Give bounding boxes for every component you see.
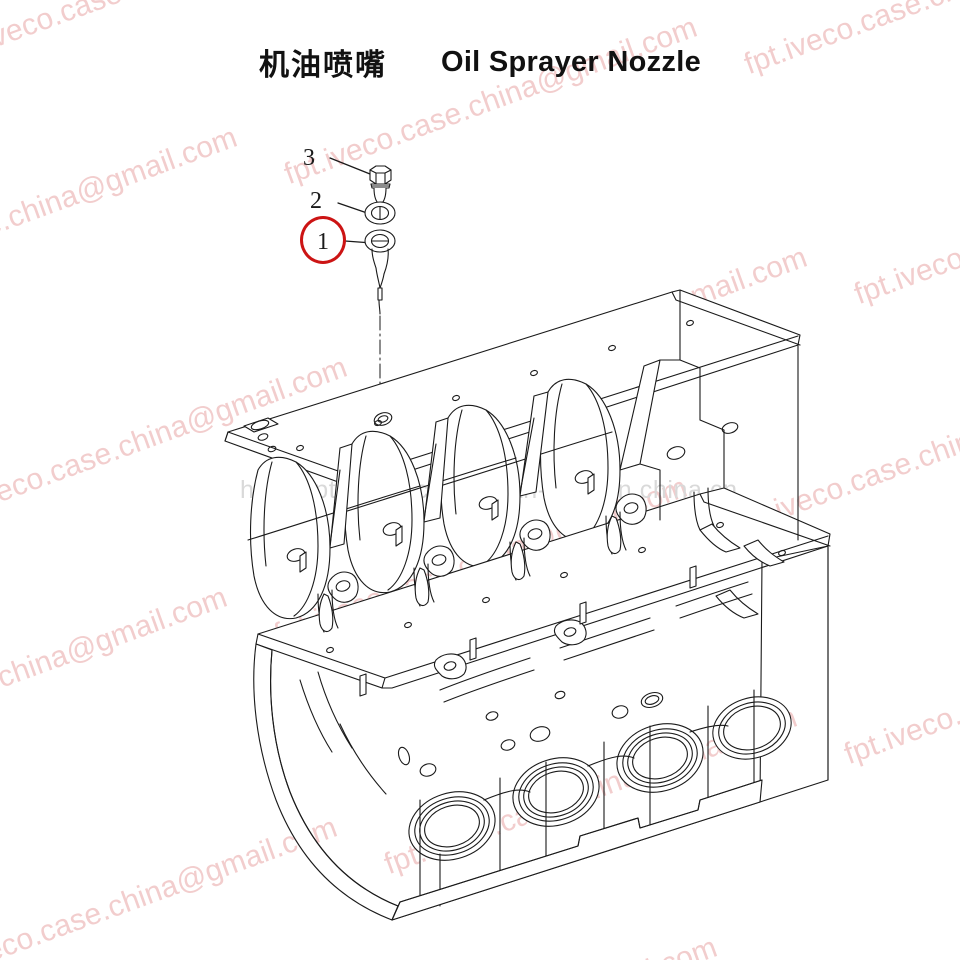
part-sealing-washer: [365, 202, 395, 224]
main-bearing-saddles: [328, 494, 646, 602]
lower-block-oil-holes: [419, 690, 665, 778]
lower-block-ribs: [420, 690, 754, 906]
block-bulkheads: [330, 360, 660, 548]
engine-cylinder-block: [225, 290, 830, 920]
callout-number-2: 2: [310, 188, 322, 214]
part-oil-sprayer-nozzle: [365, 230, 395, 314]
block-right-end: [640, 290, 828, 780]
callout-number-1: 1: [317, 229, 329, 255]
callout-number-3: 3: [303, 145, 315, 171]
cylinder-barrels: [248, 379, 620, 618]
title-english: Oil Sprayer Nozzle: [440, 45, 702, 78]
oil-pan-rail: [392, 780, 762, 920]
page-title: 机油喷嘴 Oil Sprayer Nozzle: [0, 40, 960, 84]
part-banjo-bolt: [370, 166, 391, 205]
highlight-circle: [300, 216, 346, 264]
block-detail-features: [244, 418, 784, 794]
cylinder-bore-faces: [400, 687, 799, 871]
title-chinese: 机油喷嘴: [258, 48, 387, 83]
block-oil-passages: [286, 421, 740, 572]
